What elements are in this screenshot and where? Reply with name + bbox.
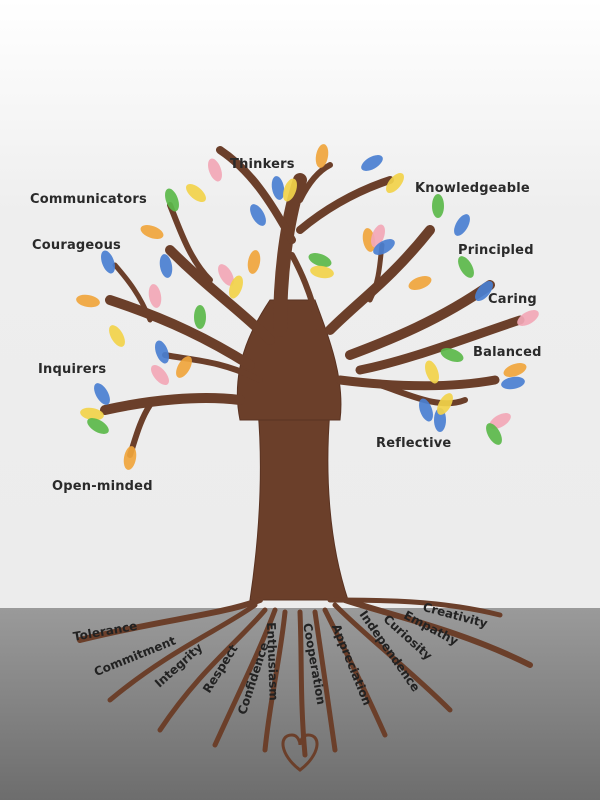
leaf bbox=[315, 144, 329, 168]
leaf bbox=[218, 264, 234, 286]
leaf bbox=[151, 365, 169, 385]
tree-trunk bbox=[236, 299, 349, 601]
heart-outline bbox=[281, 733, 319, 772]
leaf bbox=[148, 284, 162, 308]
leaf bbox=[159, 254, 173, 278]
leaf bbox=[475, 281, 493, 301]
tree-branches bbox=[100, 146, 525, 458]
value-label-open-minded: Open-minded bbox=[52, 479, 153, 494]
leaf bbox=[308, 253, 332, 267]
leaf bbox=[503, 363, 527, 377]
leaf bbox=[283, 178, 297, 202]
leaf bbox=[176, 356, 192, 378]
value-label-communicators: Communicators bbox=[30, 192, 147, 207]
leaf bbox=[458, 256, 474, 278]
value-label-balanced: Balanced bbox=[473, 345, 542, 360]
leaf bbox=[247, 250, 261, 274]
tree-leaves bbox=[76, 144, 539, 470]
leaf bbox=[229, 275, 243, 299]
leaf bbox=[486, 423, 502, 445]
value-label-thinkers: Thinkers bbox=[230, 157, 295, 172]
leaf bbox=[310, 265, 334, 279]
tree-roots bbox=[77, 597, 533, 758]
leaf bbox=[437, 393, 453, 415]
leaf bbox=[489, 413, 511, 429]
leaf bbox=[373, 239, 395, 255]
value-label-courageous: Courageous bbox=[32, 238, 121, 253]
leaf bbox=[123, 446, 137, 470]
value-label-inquirers: Inquirers bbox=[38, 362, 107, 377]
leaf bbox=[208, 158, 222, 182]
leaf bbox=[440, 348, 464, 362]
leaf bbox=[501, 376, 525, 390]
leaf bbox=[361, 155, 383, 171]
leaf bbox=[155, 340, 169, 364]
leaf bbox=[419, 398, 433, 422]
leaf bbox=[271, 176, 285, 200]
leaf bbox=[165, 188, 179, 212]
leaf bbox=[454, 214, 470, 236]
value-label-reflective: Reflective bbox=[376, 436, 452, 451]
root-label-enthusiasm: Enthusiasm bbox=[264, 622, 281, 702]
leaf bbox=[432, 194, 444, 218]
leaf bbox=[186, 184, 206, 202]
leaf bbox=[250, 204, 266, 226]
leaf bbox=[101, 250, 115, 274]
leaf bbox=[408, 276, 432, 290]
value-label-principled: Principled bbox=[458, 243, 534, 258]
value-label-caring: Caring bbox=[488, 292, 537, 307]
leaf bbox=[94, 383, 110, 405]
leaf bbox=[194, 305, 206, 329]
leaf bbox=[362, 228, 376, 252]
leaf bbox=[80, 407, 104, 421]
leaf bbox=[425, 360, 439, 384]
leaf bbox=[76, 294, 100, 308]
leaf bbox=[109, 325, 125, 347]
leaf bbox=[87, 418, 109, 434]
value-label-knowledgeable: Knowledgeable bbox=[415, 181, 530, 196]
leaf bbox=[386, 173, 404, 193]
leaf bbox=[517, 310, 539, 326]
leaf bbox=[140, 225, 164, 239]
